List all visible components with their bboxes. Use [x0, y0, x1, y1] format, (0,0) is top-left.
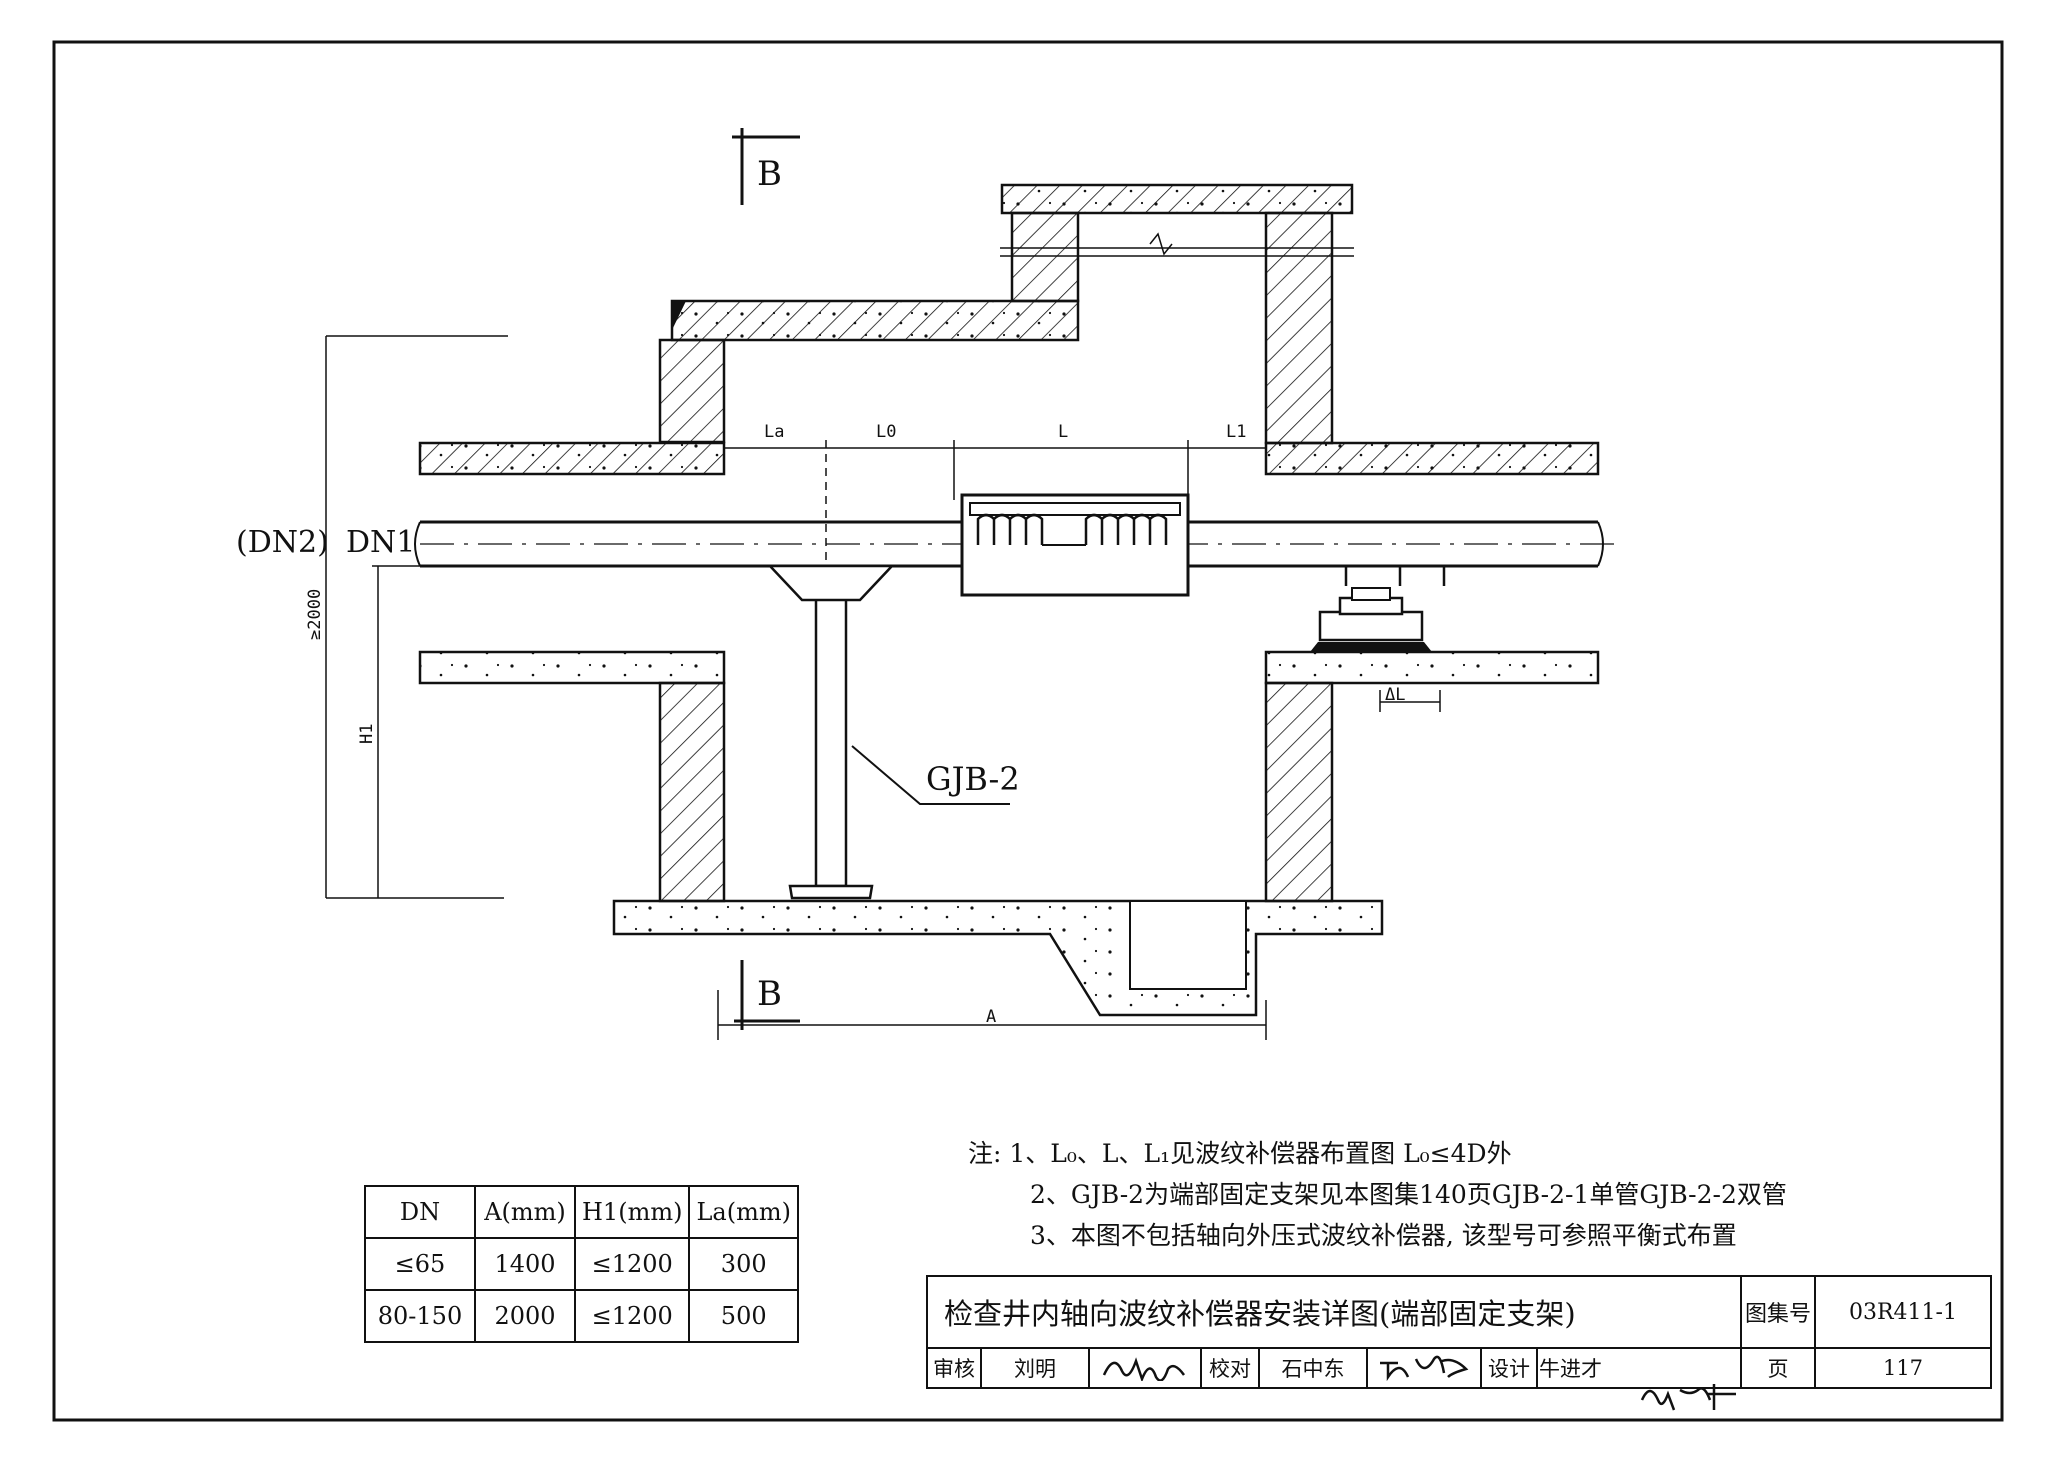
shaft-wall-right: [1264, 211, 1334, 445]
title-block: 检查井内轴向波纹补偿器安装详图(端部固定支架) 图集号 03R411-1 审核 …: [926, 1275, 1992, 1389]
table-cell: 2000: [474, 1289, 576, 1343]
checker-name: 石中东: [1258, 1347, 1368, 1389]
table-header: H1(mm): [573, 1185, 691, 1239]
table-header: DN: [364, 1185, 476, 1239]
page-number: 117: [1814, 1347, 1992, 1389]
check-label: 校对: [1200, 1347, 1260, 1389]
shaft-wall-left: [1010, 211, 1080, 303]
atlas-number: 03R411-1: [1814, 1275, 1992, 1349]
atlas-label: 图集号: [1740, 1275, 1816, 1349]
table-cell: ≤1200: [573, 1237, 691, 1291]
note-3: 3、本图不包括轴向外压式波纹补偿器, 该型号可参照平衡式布置: [1030, 1221, 1737, 1250]
well-wall-left: [658, 681, 726, 903]
sliding-support: [1310, 564, 1454, 652]
shaft-wall-upper-left: [658, 338, 726, 444]
table-cell: 300: [688, 1237, 799, 1291]
design-label: 设计: [1480, 1347, 1538, 1389]
section-mark-bottom: B: [734, 960, 800, 1030]
pipe-dn-outer: (DN2): [236, 525, 329, 560]
note-2: 2、GJB-2为端部固定支架见本图集140页GJB-2-1单管GJB-2-2双管: [1030, 1180, 1787, 1209]
table-cell: 1400: [474, 1237, 576, 1291]
sump-pit: [1129, 900, 1247, 990]
table-header-row: DN A(mm) H1(mm) La(mm): [364, 1185, 799, 1239]
dim-la: La: [764, 422, 784, 442]
checker-signature: [1366, 1347, 1482, 1389]
dim-l: L: [1058, 422, 1068, 442]
table-row: ≤65 1400 ≤1200 300: [364, 1237, 799, 1291]
fixed-support-column: [767, 564, 895, 900]
trench-floor-right: [1264, 650, 1600, 685]
dim-l1: L1: [1226, 422, 1246, 442]
designer-name: 牛进才: [1536, 1347, 1742, 1389]
well-wall-right: [1264, 681, 1334, 903]
bellows-compensator: [954, 493, 1190, 597]
dimension-lines: [325, 335, 1441, 1040]
table-cell: ≤65: [364, 1237, 476, 1291]
table-cell: ≤1200: [573, 1289, 691, 1343]
reviewer-name: 刘明: [980, 1347, 1090, 1389]
reviewer-signature: [1088, 1347, 1202, 1389]
pipe-dn-inner: DN1: [346, 525, 415, 560]
dim-h1: H1: [357, 724, 377, 744]
dim-delta-l: ΔL: [1385, 685, 1405, 705]
section-letter-bottom: B: [757, 974, 782, 1014]
review-label: 审核: [926, 1347, 982, 1389]
note-1: 注: 1、L₀、L、L₁见波纹补偿器布置图 L₀≤4D外: [968, 1139, 1512, 1168]
drawing-title: 检查井内轴向波纹补偿器安装详图(端部固定支架): [926, 1275, 1742, 1349]
page-label: 页: [1740, 1347, 1816, 1389]
section-letter-top: B: [757, 154, 782, 194]
support-label: GJB-2: [926, 760, 1020, 798]
dim-a: A: [986, 1007, 996, 1027]
designer-signature: [1640, 1384, 1736, 1411]
dim-l0: L0: [876, 422, 896, 442]
dimension-table: DN A(mm) H1(mm) La(mm) ≤65 1400 ≤1200 30…: [364, 1185, 799, 1343]
dim-height: ≥2000: [305, 589, 325, 640]
table-cell: 80-150: [364, 1289, 476, 1343]
section-mark-top: B: [732, 128, 800, 205]
support-leader: [851, 745, 1010, 805]
table-header: A(mm): [474, 1185, 576, 1239]
table-row: 80-150 2000 ≤1200 500: [364, 1289, 799, 1343]
drawing-frame: [52, 40, 2004, 1422]
table-header: La(mm): [688, 1185, 799, 1239]
table-cell: 500: [688, 1289, 799, 1343]
trench-floor-left: [418, 650, 726, 685]
well-floor: [612, 899, 1384, 1017]
